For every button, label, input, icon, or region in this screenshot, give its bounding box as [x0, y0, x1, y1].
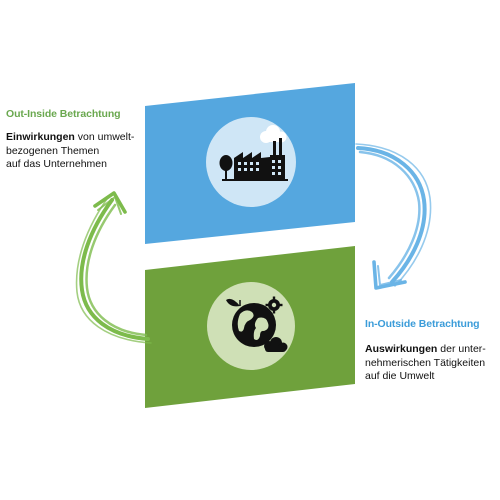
earth-icon: [226, 296, 288, 352]
einwirkungen-term: Einwirkungen: [6, 131, 75, 143]
in-outside-heading: In-Outside Betrachtung: [365, 318, 480, 330]
left-line3: auf das Unternehmen: [6, 158, 107, 170]
cloud-icon: [260, 125, 287, 143]
right-line1-rest: der unter-: [437, 343, 486, 355]
gear-icon: [265, 296, 283, 314]
auswirkungen-term: Auswirkungen: [365, 343, 438, 355]
smoke-cloud-icon: [264, 337, 288, 352]
blue-arrow: [355, 143, 432, 290]
in-outside-description: Auswirkungen der unter- nehmerischen Tät…: [365, 343, 500, 384]
left-line2: bezogenen Themen: [6, 144, 100, 157]
right-line3: auf die Umwelt: [365, 370, 435, 382]
out-inside-description: Einwirkungen von umwelt- bezogenen Theme…: [6, 131, 146, 172]
out-inside-heading: Out-Inside Betrachtung: [6, 108, 121, 120]
left-line1-rest: von umwelt-: [74, 131, 135, 143]
factory-icon: [219, 125, 288, 181]
right-line2: nehmerischen Tätigkeiten: [365, 356, 486, 369]
green-arrow: [75, 191, 152, 344]
